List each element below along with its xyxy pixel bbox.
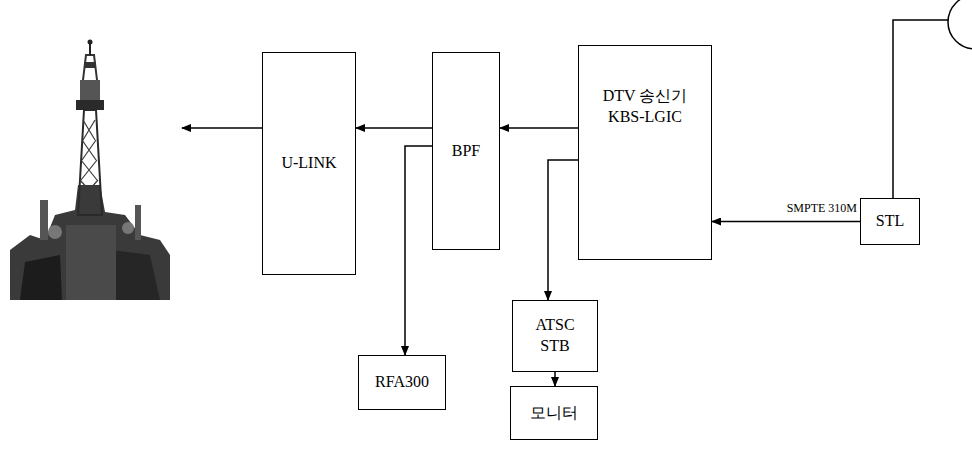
monitor-box: 모니터 [510,386,598,440]
box-label: STL [876,211,904,232]
transmitter-box: DTV 송신기 KBS-LGIC [578,45,712,260]
box-label: 모니터 [530,403,578,424]
signal-arrow [548,160,578,300]
settop-box: ATSC STB [512,300,598,372]
box-label: DTV 송신기 KBS-LGIC [595,86,695,128]
box-label: BPF [452,141,480,162]
signal-arrow [405,146,432,355]
tower-illustration [8,40,173,309]
output-arrow [182,127,262,129]
analyzer-box: RFA300 [358,355,446,410]
box-label: RFA300 [375,372,429,393]
box-label: U-LINK [281,153,336,174]
stl-box: STL [860,198,920,245]
signal-arrow [554,372,556,386]
edge-label: SMPTE 310M [786,201,858,216]
antenna-dish [948,0,972,49]
signal-arrow [356,127,432,129]
antenna-line [893,20,948,198]
box-label: ATSC STB [527,315,583,357]
amplifier-box: U-LINK [262,52,356,275]
filter-box: BPF [432,52,500,250]
signal-arrow [712,221,860,223]
signal-arrow [500,127,578,129]
